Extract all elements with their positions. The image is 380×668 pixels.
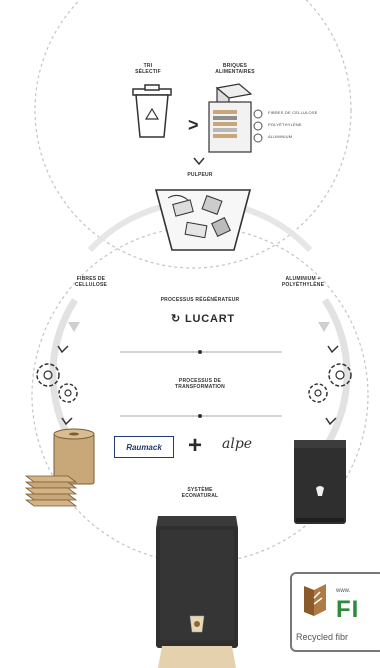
arrow-to-carton: > bbox=[188, 115, 199, 135]
plus-sign: + bbox=[188, 432, 203, 459]
raumack-logo: Raumack bbox=[114, 436, 174, 458]
bin-label: TRI SÉLECTIF bbox=[135, 63, 161, 75]
layer-label-3: ALUMINIUM bbox=[268, 134, 293, 139]
dispenser-right-icon bbox=[294, 440, 346, 524]
pulper-label: PULPEUR bbox=[187, 172, 213, 178]
main-dashed-circle bbox=[31, 226, 369, 564]
lucart-swirl-icon: ↻ bbox=[171, 313, 182, 325]
left-output-label: FIBRES DE CELLULOSE bbox=[74, 276, 108, 288]
raumack-logo-text: Raumack bbox=[126, 442, 162, 452]
gears-right-icon bbox=[308, 363, 352, 403]
carton-label: BRIQUES ALIMENTAIRES bbox=[215, 63, 255, 75]
arc-arrow-left bbox=[68, 322, 80, 332]
fsc-badge: www. FI Recycled fibr bbox=[290, 572, 380, 652]
layer-label-1: FIBRES DE CELLULOSE bbox=[268, 110, 318, 115]
layer-label-2: POLYÉTHYLÈNE bbox=[268, 122, 302, 127]
fsc-recycled-text: Recycled fibr bbox=[296, 632, 349, 642]
fsc-www: www. bbox=[336, 588, 351, 594]
cycle-arc-right bbox=[317, 298, 351, 458]
pulper-icon bbox=[154, 189, 252, 251]
top-dashed-circle bbox=[34, 0, 352, 269]
chevron-pulper bbox=[193, 157, 205, 166]
dispenser-main-icon bbox=[156, 516, 238, 668]
chevron-left-top bbox=[57, 345, 69, 354]
lucart-logo: ↻ LUCART bbox=[163, 312, 243, 325]
lucart-brand: LUCART bbox=[184, 313, 235, 325]
recycle-bin-icon bbox=[132, 84, 172, 138]
fsc-tree-icon bbox=[304, 584, 326, 616]
chevron-right-top bbox=[327, 345, 339, 354]
right-output-label: ALUMINIUM + POLYÉTHYLÈNE bbox=[281, 276, 325, 288]
milk-carton-icon bbox=[208, 83, 263, 153]
gears-left-icon bbox=[36, 363, 78, 403]
fsc-letters: FI bbox=[336, 596, 360, 623]
transform-process-label: PROCESSUS DE TRANSFORMATION bbox=[175, 378, 225, 390]
regen-process-label: PROCESSUS RÉGÉNÉRATEUR bbox=[160, 297, 240, 303]
paper-roll-stack-icon bbox=[24, 428, 95, 507]
chevron-left-bottom bbox=[61, 417, 73, 426]
alpe-logo: alpe bbox=[222, 436, 253, 452]
system-label: SYSTÈME ECONATURAL bbox=[181, 487, 219, 499]
arc-arrow-right bbox=[318, 322, 330, 332]
chevron-right-bottom bbox=[325, 417, 337, 426]
